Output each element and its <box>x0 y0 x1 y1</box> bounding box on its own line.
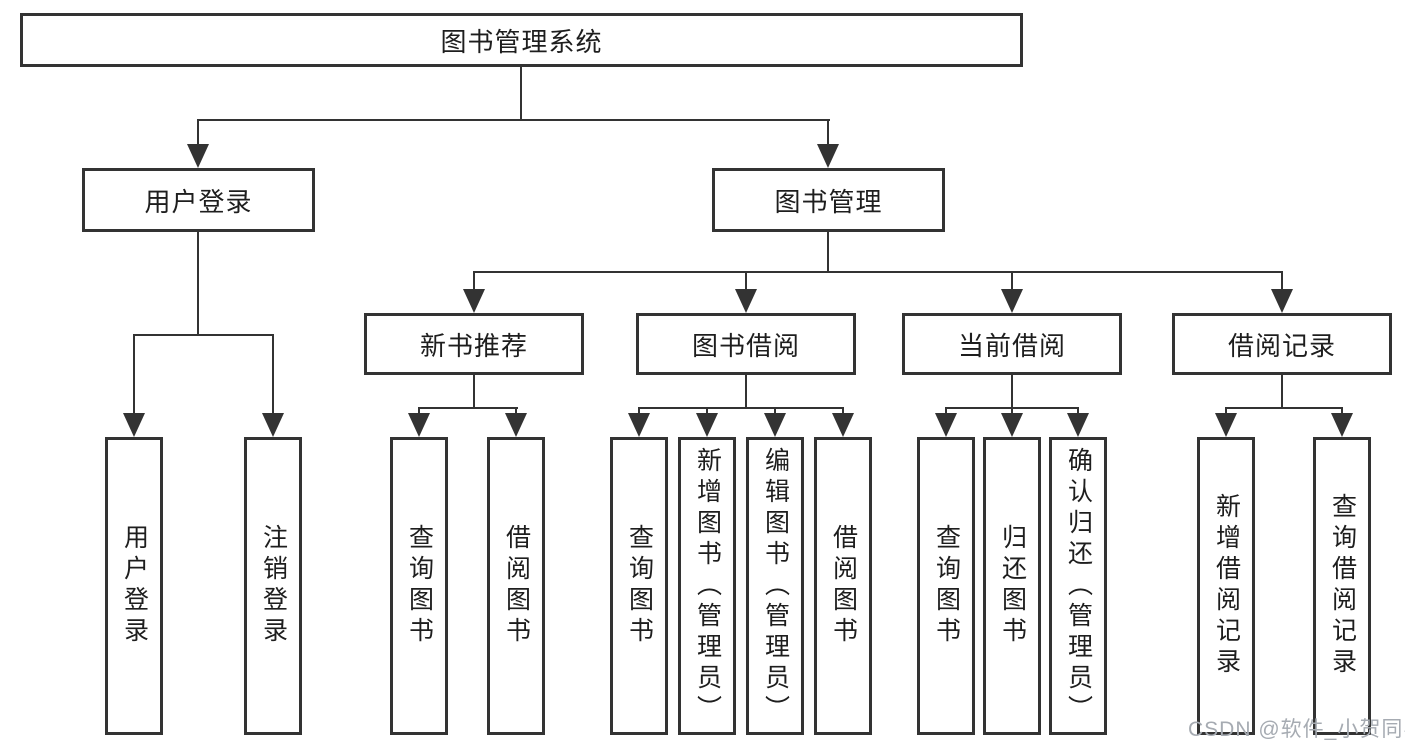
connector-line <box>272 335 274 415</box>
arrow-down-icon <box>935 413 957 437</box>
connector-line <box>1011 272 1013 292</box>
node-new-book-recommend-label: 新书推荐 <box>419 330 528 361</box>
arrow-down-icon <box>1001 413 1023 437</box>
connector-line <box>1281 373 1283 409</box>
arrow-down-icon <box>696 413 718 437</box>
arrow-down-icon <box>832 413 854 437</box>
arrow-down-icon <box>505 413 527 437</box>
connector-line <box>473 373 475 409</box>
node-current-borrowing-label: 当前借阅 <box>957 330 1066 361</box>
connector-line <box>473 271 1283 273</box>
connector-line <box>827 230 829 273</box>
connector-line <box>1281 272 1283 292</box>
connector-line <box>133 335 135 415</box>
node-user-login: 用户登录 <box>82 168 315 232</box>
connector-line <box>197 230 199 336</box>
connector-line <box>197 120 199 148</box>
connector-line <box>133 334 274 336</box>
node-current-borrowing: 当前借阅 <box>902 313 1122 375</box>
node-book-management: 图书管理 <box>712 168 945 232</box>
arrow-down-icon <box>187 144 209 168</box>
node-book-borrowing-label: 图书借阅 <box>691 330 800 361</box>
connector-line <box>473 272 475 292</box>
leaf-user-login: 用户登录 <box>105 437 163 735</box>
leaf-borrowing-edit-books-admin: 编辑图书（管理员） <box>746 437 804 735</box>
leaf-label: 查询图书 <box>405 524 434 648</box>
leaf-borrowing-query-books: 查询图书 <box>610 437 668 735</box>
leaf-label: 查询借阅记录 <box>1328 493 1357 679</box>
arrow-down-icon <box>1001 289 1023 313</box>
arrow-down-icon <box>1067 413 1089 437</box>
arrow-down-icon <box>735 289 757 313</box>
leaf-label: 编辑图书（管理员） <box>761 446 790 726</box>
leaf-label: 注销登录 <box>259 524 288 648</box>
leaf-borrowing-add-books-admin: 新增图书（管理员） <box>678 437 736 735</box>
leaf-label: 新增图书（管理员） <box>693 446 722 726</box>
leaf-label: 借阅图书 <box>502 524 531 648</box>
leaf-logout: 注销登录 <box>244 437 302 735</box>
csdn-watermark: CSDN @软件_小贺同学 <box>1188 718 1405 741</box>
node-borrow-records-label: 借阅记录 <box>1227 330 1336 361</box>
node-root-label: 图书管理系统 <box>440 26 603 57</box>
arrow-down-icon <box>1331 413 1353 437</box>
leaf-label: 查询图书 <box>932 524 961 648</box>
leaf-label: 用户登录 <box>120 524 149 648</box>
node-borrow-records: 借阅记录 <box>1172 313 1392 375</box>
connector-line <box>745 272 747 292</box>
arrow-down-icon <box>1271 289 1293 313</box>
leaf-label: 归还图书 <box>998 524 1027 648</box>
arrow-down-icon <box>764 413 786 437</box>
leaf-current-confirm-return-admin: 确认归还（管理员） <box>1049 437 1107 735</box>
connector-line <box>418 407 518 409</box>
node-book-management-label: 图书管理 <box>774 186 883 217</box>
connector-line <box>827 120 829 148</box>
connector-line <box>1011 373 1013 409</box>
leaf-label: 新增借阅记录 <box>1212 493 1241 679</box>
leaf-current-return-books: 归还图书 <box>983 437 1041 735</box>
connector-line <box>520 66 522 121</box>
arrow-down-icon <box>408 413 430 437</box>
arrow-down-icon <box>1215 413 1237 437</box>
leaf-newbooks-borrow-books: 借阅图书 <box>487 437 545 735</box>
connector-line <box>745 373 747 409</box>
node-user-login-label: 用户登录 <box>144 186 253 217</box>
node-book-borrowing: 图书借阅 <box>636 313 856 375</box>
leaf-newbooks-query-books: 查询图书 <box>390 437 448 735</box>
leaf-borrowing-borrow-books: 借阅图书 <box>814 437 872 735</box>
arrow-down-icon <box>262 413 284 437</box>
connector-line <box>638 407 844 409</box>
leaf-current-query-books: 查询图书 <box>917 437 975 735</box>
leaf-label: 借阅图书 <box>829 524 858 648</box>
leaf-label: 查询图书 <box>625 524 654 648</box>
connector-line <box>1225 407 1343 409</box>
arrow-down-icon <box>628 413 650 437</box>
arrow-down-icon <box>123 413 145 437</box>
leaf-records-add-record: 新增借阅记录 <box>1197 437 1255 735</box>
connector-line <box>197 119 830 121</box>
node-new-book-recommend: 新书推荐 <box>364 313 584 375</box>
leaf-label: 确认归还（管理员） <box>1064 446 1093 726</box>
arrow-down-icon <box>463 289 485 313</box>
arrow-down-icon <box>817 144 839 168</box>
node-root-system: 图书管理系统 <box>20 13 1023 67</box>
leaf-records-query-record: 查询借阅记录 <box>1313 437 1371 735</box>
